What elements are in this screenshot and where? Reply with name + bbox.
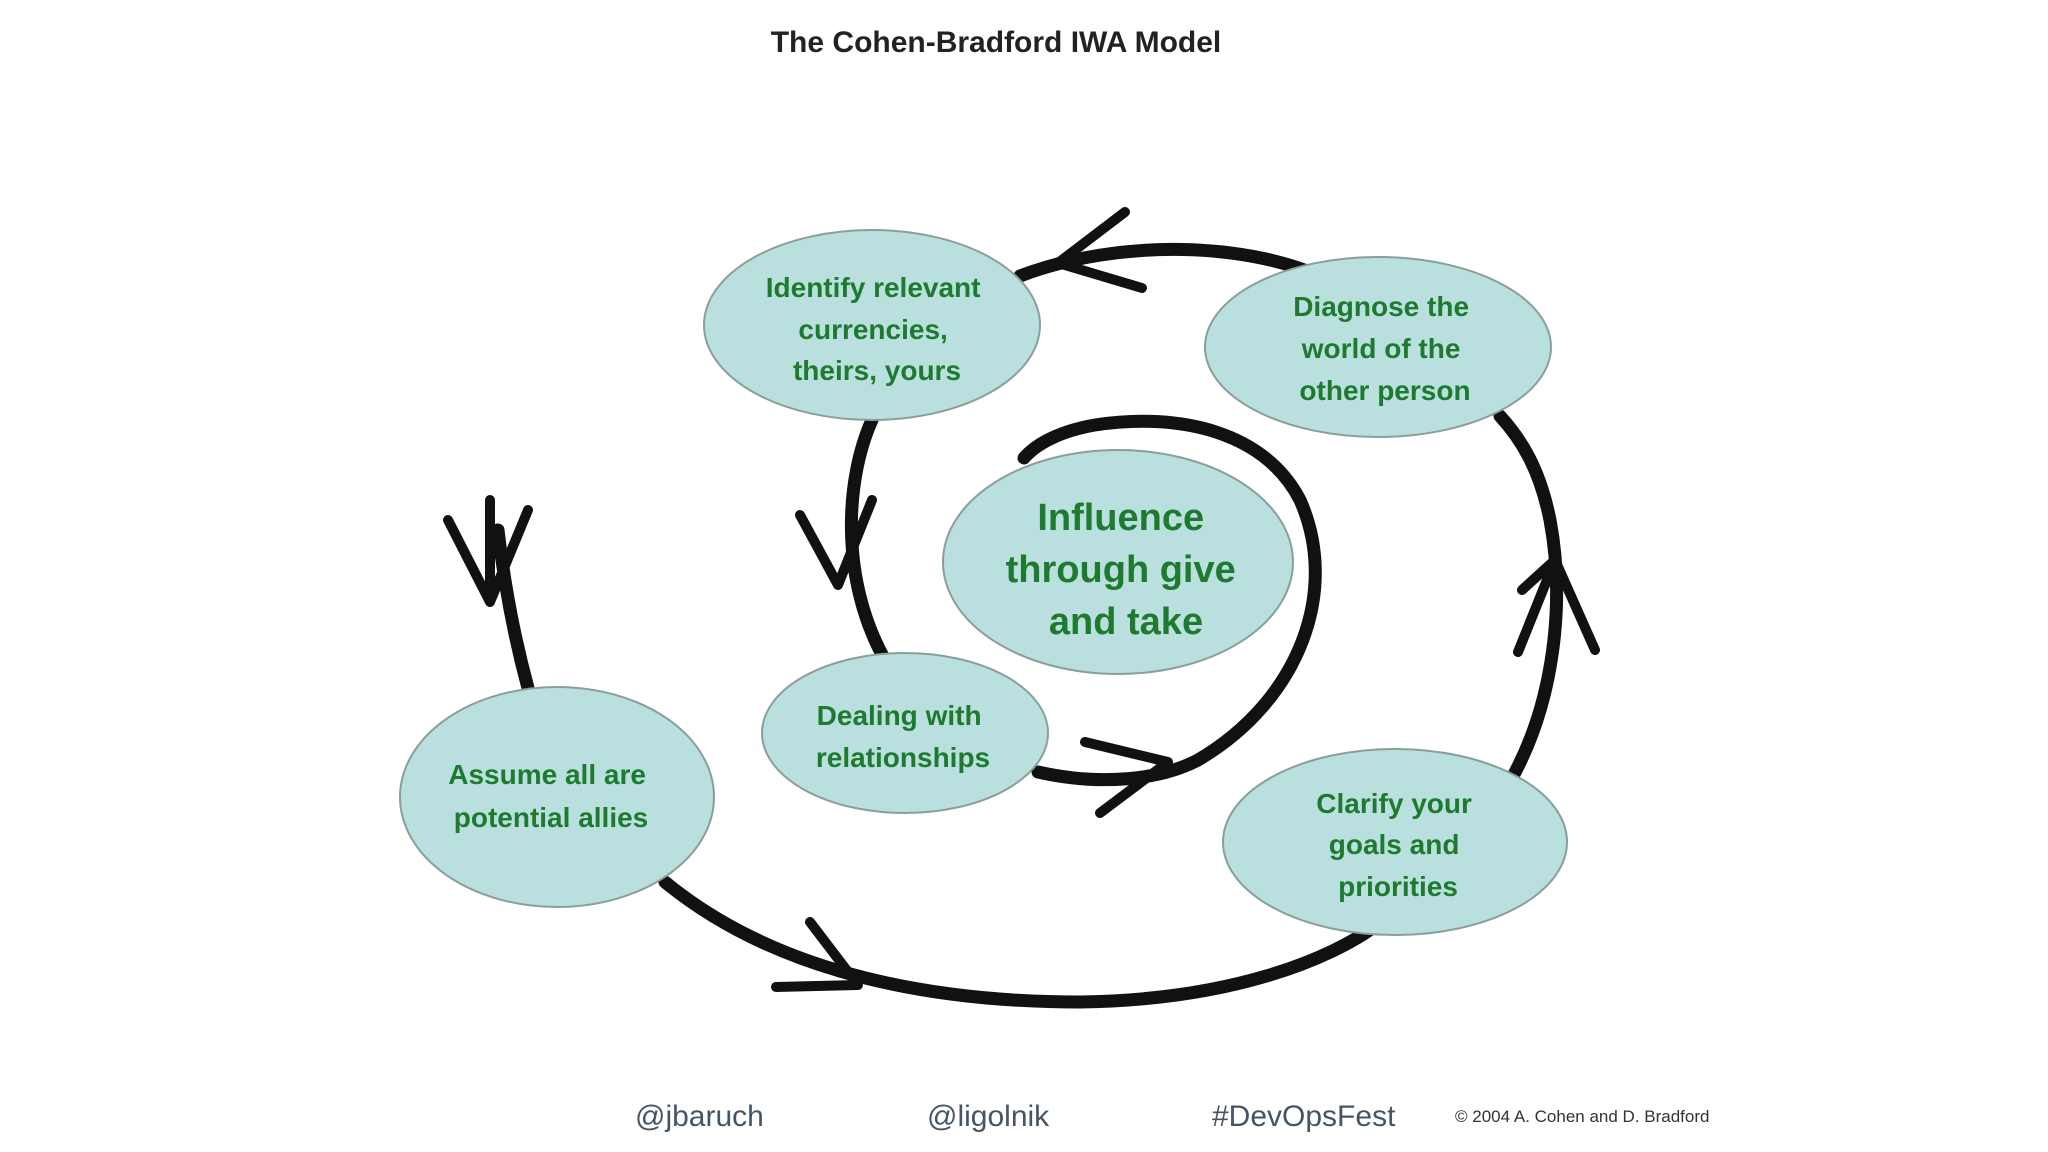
node-center-line-2: through give <box>1006 549 1236 591</box>
node-identify-label: Identify relevant currencies, theirs, yo… <box>766 272 989 386</box>
node-clarify: Clarify your goals and priorities <box>1222 748 1568 936</box>
arrow-head-bottom <box>771 917 863 992</box>
node-diagnose-shape <box>1204 256 1552 438</box>
node-diagnose-line-2: world of the <box>1301 333 1461 364</box>
footer-hashtag: #DevOpsFest <box>1212 1100 1396 1133</box>
diagram-title: The Cohen-Bradford IWA Model <box>771 26 1222 59</box>
footer-handle-ligolnik: @ligolnik <box>927 1100 1050 1133</box>
node-dealing-line-2: relationships <box>816 742 990 773</box>
node-assume-label: Assume all are potential allies <box>448 759 653 833</box>
node-center-line-3: and take <box>1049 601 1203 643</box>
arc-clarify-to-diagnose <box>1493 409 1564 785</box>
node-center-shape <box>942 449 1294 675</box>
arc-assume-to-clarify <box>658 875 1385 1009</box>
arrow-head-center <box>1080 737 1173 818</box>
node-center-line-1: Influence <box>1037 497 1204 539</box>
arrow-head-top <box>1053 207 1147 293</box>
arrow-head-right <box>1513 555 1600 657</box>
node-identify-line-2: currencies, <box>798 314 947 345</box>
node-clarify-label: Clarify your goals and priorities <box>1316 788 1479 902</box>
node-assume: Assume all are potential allies <box>399 686 715 908</box>
arrow-head-start <box>443 495 533 607</box>
node-assume-line-1: Assume all are <box>448 759 646 790</box>
arc-dealing-to-center <box>1017 414 1322 787</box>
node-dealing-label: Dealing with relationships <box>816 700 990 773</box>
arc-start-to-assume <box>491 523 535 695</box>
footer: @jbaruch @ligolnik #DevOpsFest © 2004 A.… <box>635 1100 1709 1133</box>
node-diagnose-line-1: Diagnose the <box>1293 291 1469 322</box>
arc-identify-to-dealing <box>844 413 892 667</box>
arrow-heads <box>443 207 1600 992</box>
node-center: Influence through give and take <box>942 449 1294 675</box>
node-assume-line-2: potential allies <box>454 802 649 833</box>
arrow-head-left <box>795 495 877 590</box>
node-clarify-line-3: priorities <box>1338 871 1458 902</box>
node-clarify-shape <box>1222 748 1568 936</box>
node-identify: Identify relevant currencies, theirs, yo… <box>703 229 1041 421</box>
node-diagnose-line-3: other person <box>1299 375 1470 406</box>
copyright-notice: © 2004 A. Cohen and D. Bradford <box>1455 1107 1709 1126</box>
node-clarify-line-2: goals and <box>1329 829 1460 860</box>
node-assume-shape <box>399 686 715 908</box>
node-dealing-shape <box>761 652 1049 814</box>
node-clarify-line-1: Clarify your <box>1316 788 1472 819</box>
node-identify-line-3: theirs, yours <box>793 355 961 386</box>
node-identify-line-1: Identify relevant <box>766 272 981 303</box>
node-identify-shape <box>703 229 1041 421</box>
footer-handle-jbaruch: @jbaruch <box>635 1100 764 1133</box>
node-dealing-line-1: Dealing with <box>817 700 982 731</box>
node-diagnose-label: Diagnose the world of the other person <box>1293 291 1477 406</box>
node-center-label: Influence through give and take <box>1006 497 1247 643</box>
node-dealing: Dealing with relationships <box>761 652 1049 814</box>
node-diagnose: Diagnose the world of the other person <box>1204 256 1552 438</box>
